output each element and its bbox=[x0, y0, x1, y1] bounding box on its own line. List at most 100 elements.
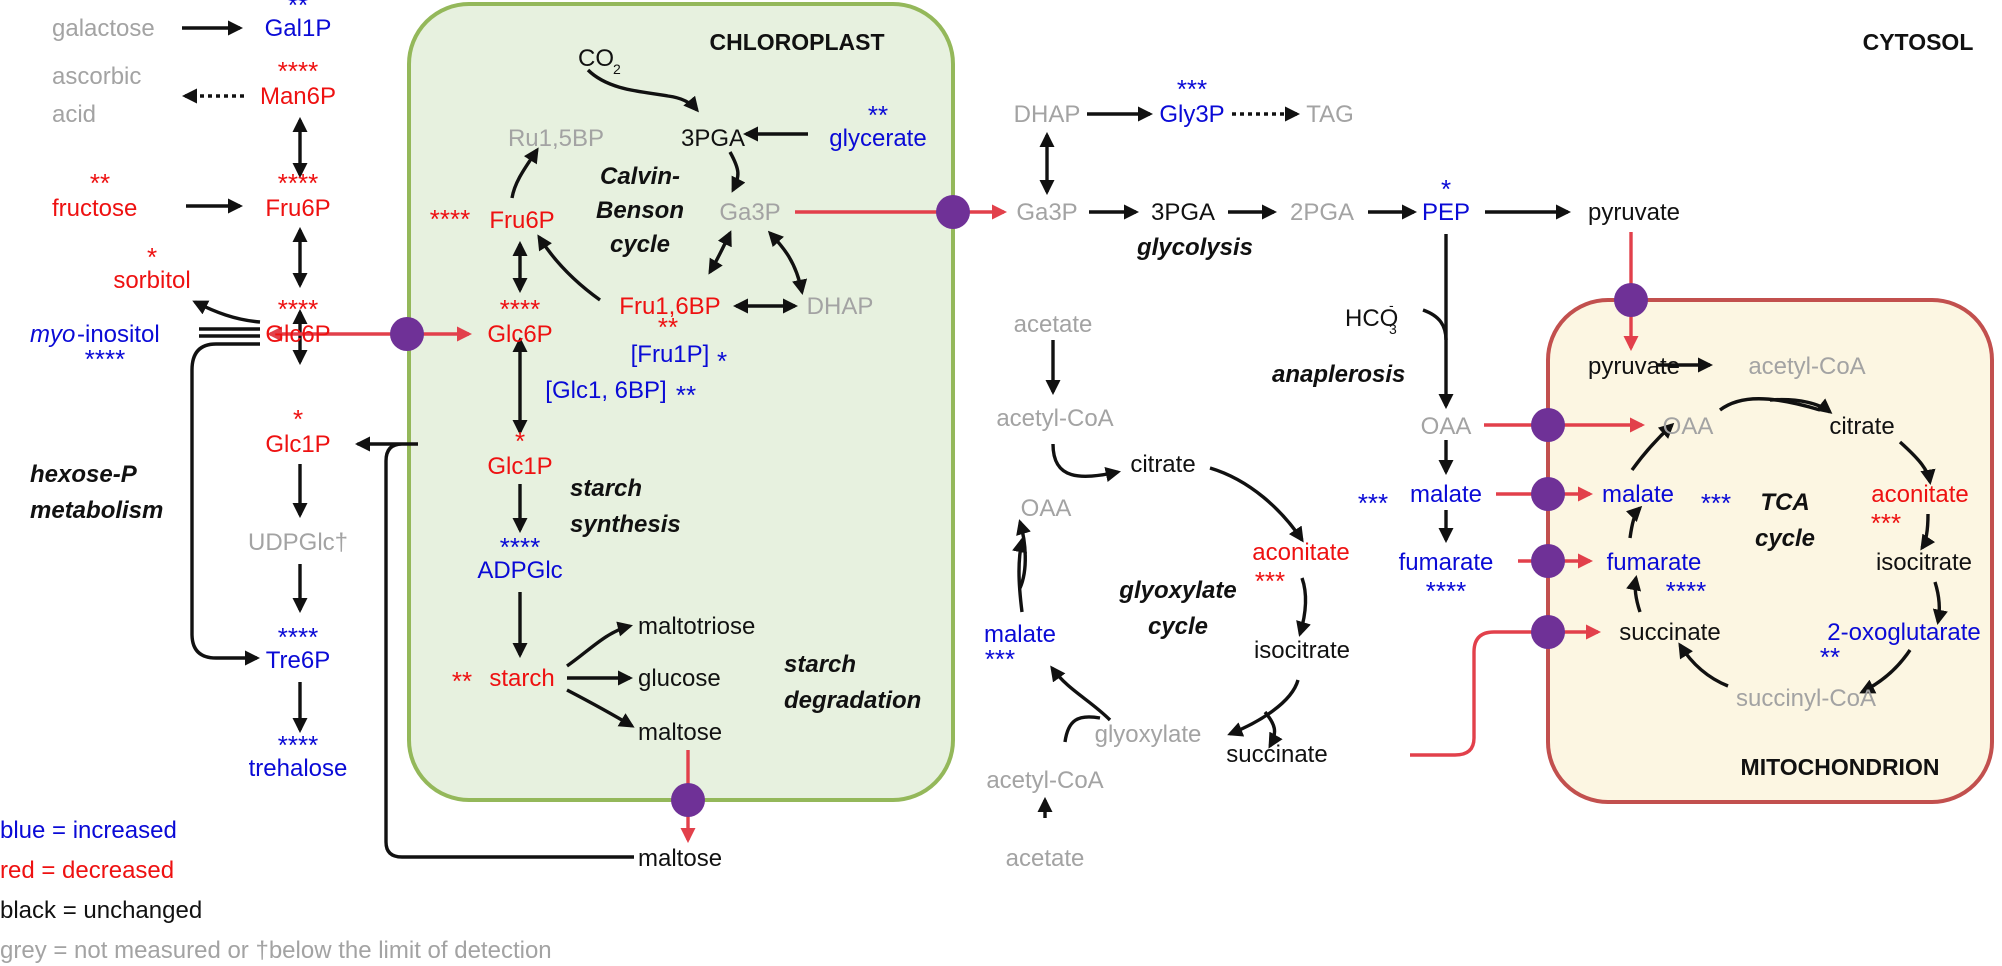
label-gly3p: Gly3P bbox=[1159, 101, 1224, 128]
label-acetylcoa-1: acetyl-CoA bbox=[996, 405, 1113, 432]
label-citrate-gly: citrate bbox=[1130, 451, 1195, 478]
label-glycerate-stars: ** bbox=[868, 100, 888, 130]
label-acid: acid bbox=[52, 101, 96, 128]
label-malate-gly-stars: *** bbox=[985, 644, 1015, 674]
transporter-fumarate bbox=[1531, 544, 1565, 578]
label-acetylcoa-2: acetyl-CoA bbox=[986, 767, 1103, 794]
label-ga3p-cyt: Ga3P bbox=[1016, 199, 1077, 226]
label-fru6p-chl-stars: **** bbox=[430, 204, 470, 234]
label-ru15bp: Ru1,5BP bbox=[508, 125, 604, 152]
label-starch-stars: ** bbox=[452, 666, 472, 696]
label-glycerate: glycerate bbox=[829, 125, 926, 152]
transporter-succinate bbox=[1531, 615, 1565, 649]
label-fumarate-cyt-stars: **** bbox=[1426, 576, 1466, 606]
label-acetylcoa-mit: acetyl-CoA bbox=[1748, 353, 1865, 380]
label-hexose-1: hexose-P bbox=[30, 461, 138, 488]
label-fumarate-mit: fumarate bbox=[1607, 549, 1702, 576]
label-ga3p-chl: Ga3P bbox=[719, 199, 780, 226]
label-hco3-sub: 3 bbox=[1389, 321, 1397, 337]
label-gal1p: Gal1P bbox=[265, 15, 332, 42]
label-fru16bp: Fru1,6BP bbox=[619, 293, 720, 320]
label-fru1p: [Fru1P] bbox=[631, 341, 710, 368]
transporter-hexose-p bbox=[390, 317, 424, 351]
label-hco3-sup: - bbox=[1389, 297, 1394, 313]
transporter-maltose bbox=[671, 783, 705, 817]
label-anaplerosis: anaplerosis bbox=[1272, 361, 1405, 388]
label-glc16bp: [Glc1, 6BP] bbox=[545, 377, 666, 404]
chloroplast-title: CHLOROPLAST bbox=[709, 29, 884, 55]
label-succinylcoa: succinyl-CoA bbox=[1736, 685, 1876, 712]
label-pep-stars: * bbox=[1441, 174, 1451, 204]
label-myo-prefix: myo bbox=[30, 321, 75, 348]
label-glc1p-cyt-stars: * bbox=[293, 404, 303, 434]
label-maltose-chl: maltose bbox=[638, 719, 722, 746]
label-acetate-2: acetate bbox=[1006, 845, 1085, 872]
label-calvin-3: cycle bbox=[610, 231, 670, 258]
label-acetate-1: acetate bbox=[1014, 311, 1093, 338]
label-man6p-stars: **** bbox=[278, 56, 318, 86]
label-malate-mit-stars: *** bbox=[1701, 488, 1731, 518]
label-fru16bp-stars: ** bbox=[658, 312, 678, 342]
label-malate-cyt-stars: *** bbox=[1358, 488, 1388, 518]
transporter-oaa bbox=[1531, 408, 1565, 442]
label-tca-1: TCA bbox=[1760, 489, 1809, 516]
label-aconitate-mit: aconitate bbox=[1871, 481, 1968, 508]
label-2pga: 2PGA bbox=[1290, 199, 1354, 226]
label-glc6p-cyt-stars: **** bbox=[278, 294, 318, 324]
label-fru6p-cyt-stars: **** bbox=[278, 168, 318, 198]
label-oaa-gly: OAA bbox=[1021, 495, 1072, 522]
label-pep: PEP bbox=[1422, 199, 1470, 226]
label-glc6p-chl: Glc6P bbox=[487, 321, 552, 348]
label-starch: starch bbox=[489, 665, 554, 692]
label-fructose: fructose bbox=[52, 195, 137, 222]
label-legend-grey: grey = not measured or †below the limit … bbox=[0, 937, 552, 964]
label-3pga-chl: 3PGA bbox=[681, 125, 745, 152]
label-dhap-chl: DHAP bbox=[807, 293, 874, 320]
label-glc6p-cyt: Glc6P bbox=[265, 321, 330, 348]
label-trehalose: trehalose bbox=[249, 755, 348, 782]
label-glc1p-chl: Glc1P bbox=[487, 453, 552, 480]
label-legend-black: black = unchanged bbox=[0, 897, 202, 924]
transporter-malate bbox=[1531, 477, 1565, 511]
label-udpglc: UDPGlc† bbox=[248, 529, 348, 556]
label-oaa-cyt: OAA bbox=[1421, 413, 1472, 440]
label-fumarate-cyt: fumarate bbox=[1399, 549, 1494, 576]
transporter-triose-p bbox=[936, 195, 970, 229]
label-galactose: galactose bbox=[52, 15, 155, 42]
label-starch-syn-2: synthesis bbox=[570, 511, 681, 538]
label-glyoxylate: glyoxylate bbox=[1095, 721, 1202, 748]
label-glc1p-cyt: Glc1P bbox=[265, 431, 330, 458]
label-succinate-gly: succinate bbox=[1226, 741, 1327, 768]
label-fructose-stars: ** bbox=[90, 168, 110, 198]
label-co2-sub: 2 bbox=[613, 61, 621, 77]
label-hexose-2: metabolism bbox=[30, 497, 163, 524]
label-gly3p-stars: *** bbox=[1177, 74, 1207, 104]
label-citrate-mit: citrate bbox=[1829, 413, 1894, 440]
label-legend-blue: blue = increased bbox=[0, 817, 177, 844]
label-adpglc: ADPGlc bbox=[477, 557, 562, 584]
label-trehalose-stars: **** bbox=[278, 730, 318, 760]
label-succinate-mit: succinate bbox=[1619, 619, 1720, 646]
label-legend-red: red = decreased bbox=[0, 857, 174, 884]
label-glc1p-chl-stars: * bbox=[515, 426, 525, 456]
mitochondrion-title: MITOCHONDRION bbox=[1741, 754, 1940, 780]
label-calvin-2: Benson bbox=[596, 197, 684, 224]
label-oxoglutarate: 2-oxoglutarate bbox=[1827, 619, 1980, 646]
label-myo-stars: **** bbox=[85, 344, 125, 374]
label-starch-syn-1: starch bbox=[570, 475, 642, 502]
label-pyruvate-cyt: pyruvate bbox=[1588, 199, 1680, 226]
cytosol-title: CYTOSOL bbox=[1863, 29, 1974, 55]
label-aconitate-gly: aconitate bbox=[1252, 539, 1349, 566]
label-gal1p-stars: ** bbox=[288, 0, 308, 20]
label-man6p: Man6P bbox=[260, 83, 336, 110]
label-fumarate-mit-stars: **** bbox=[1666, 576, 1706, 606]
transporters bbox=[390, 195, 1648, 817]
label-fru6p-cyt: Fru6P bbox=[265, 195, 330, 222]
label-glc6p-chl-stars: **** bbox=[500, 294, 540, 324]
label-glyox-1: glyoxylate bbox=[1118, 577, 1236, 604]
label-sorbitol: sorbitol bbox=[113, 267, 190, 294]
label-tre6p-stars: **** bbox=[278, 622, 318, 652]
label-aconitate-mit-stars: *** bbox=[1871, 508, 1901, 538]
label-glyox-2: cycle bbox=[1148, 613, 1208, 640]
